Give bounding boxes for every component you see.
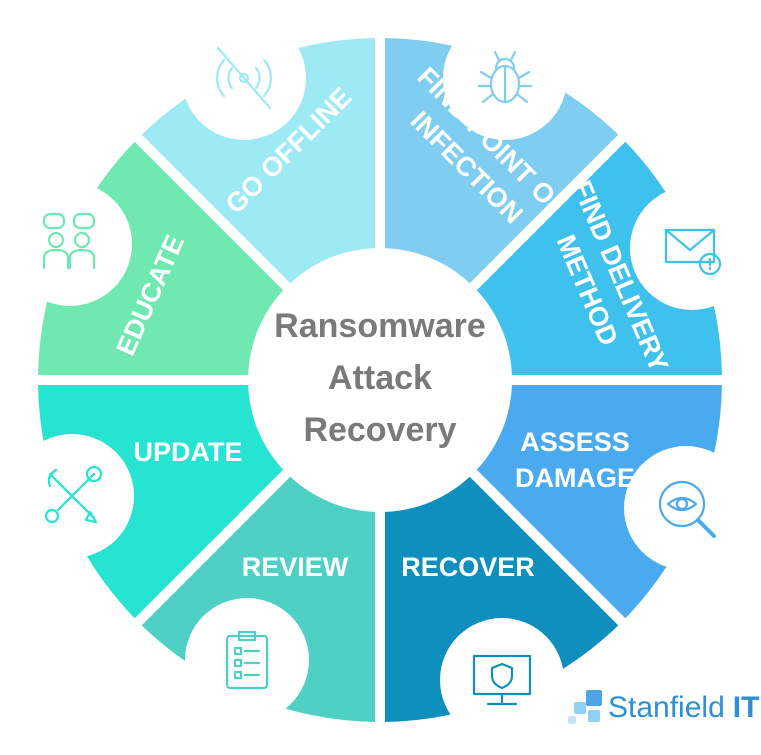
segment-shape: [476, 384, 722, 619]
segment-shape: [38, 384, 284, 619]
people-chat-icon: [42, 212, 96, 270]
email-alert-icon: [664, 228, 722, 276]
segment-label: REVIEW: [242, 552, 349, 582]
logo-mark-icon: [568, 688, 608, 728]
segment-find-delivery-method: FIND DELIVERYMETHOD: [476, 141, 722, 376]
magnifier-eye-icon: [658, 480, 716, 538]
tools-icon: [44, 465, 103, 524]
monitor-shield-icon: [472, 654, 532, 706]
no-wifi-icon: [216, 46, 272, 110]
segment-label: RECOVER: [401, 552, 535, 582]
segment-label: UPDATE: [133, 437, 242, 467]
clipboard-checklist-icon: [225, 630, 269, 690]
logo-name: Stanfield: [608, 691, 725, 724]
center-circle: [254, 254, 506, 506]
segment-recover: RECOVER: [384, 476, 619, 722]
segment-update: UPDATE: [38, 384, 284, 619]
segment-shape: [384, 38, 619, 284]
logo-suffix: IT: [732, 691, 760, 724]
segment-review: REVIEW: [141, 476, 376, 722]
segment-educate: EDUCATE: [38, 141, 284, 376]
segment-find-point-of-infection: FIND POINT OFINFECTION: [384, 38, 619, 284]
segment-shape: [476, 141, 722, 376]
segment-shape: [141, 38, 376, 284]
segment-shape: [38, 141, 284, 376]
segment-shape: [141, 476, 376, 722]
stanfield-it-logo: Stanfield IT: [568, 688, 759, 728]
bug-icon: [477, 50, 533, 104]
segment-shape: [384, 476, 619, 722]
segment-go-offline: GO OFFLINE: [141, 38, 376, 284]
